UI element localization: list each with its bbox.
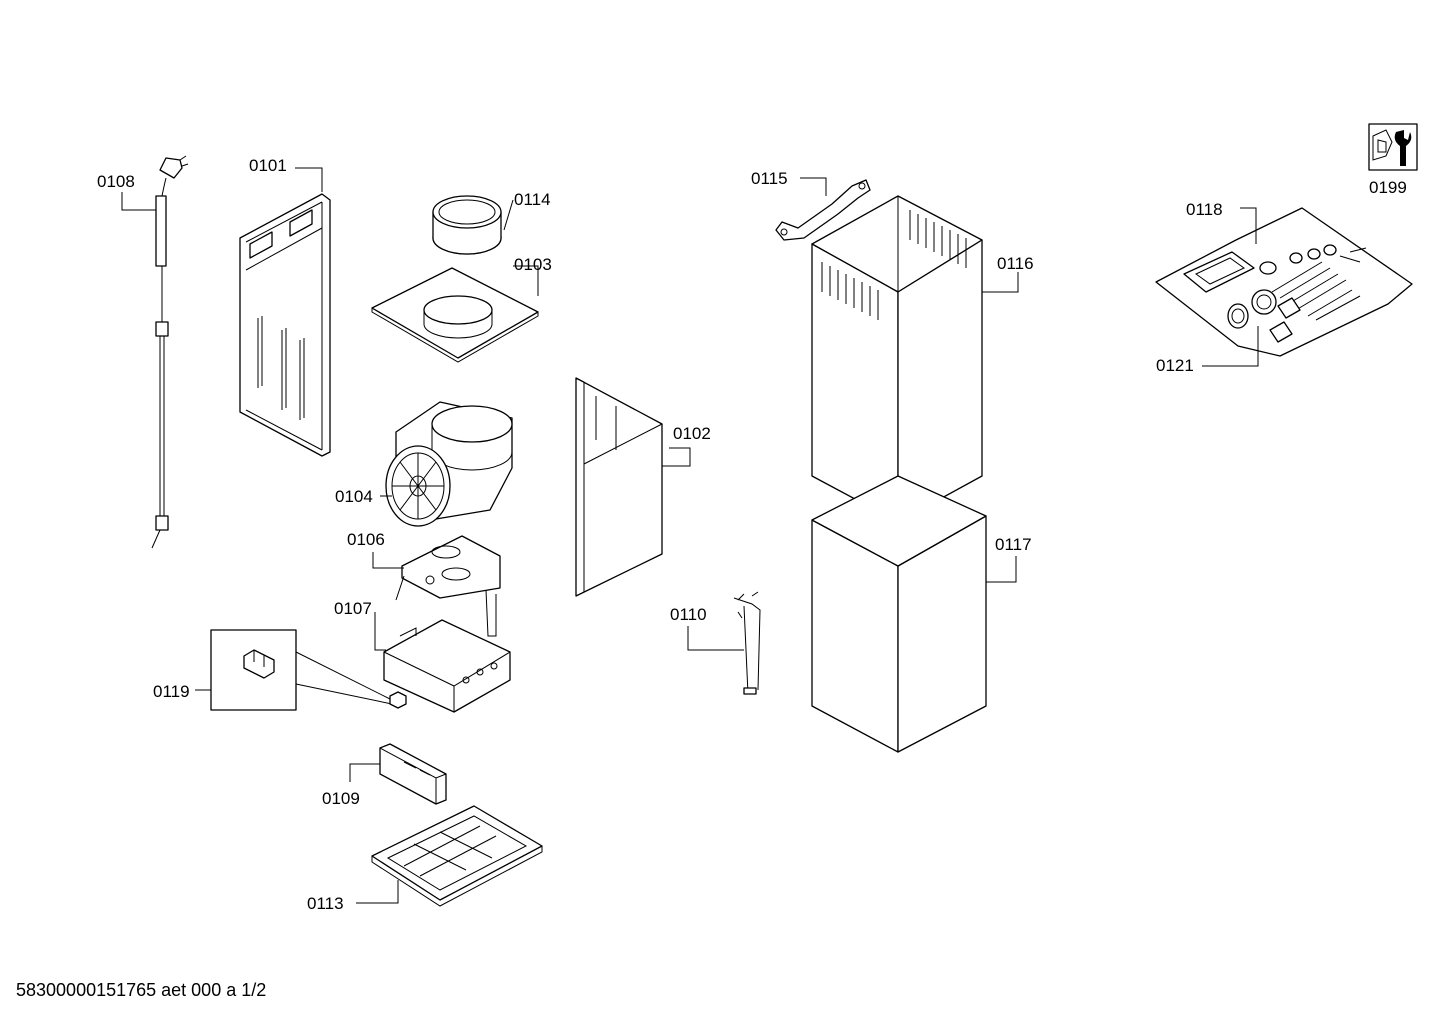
label-0108[interactable]: 0108 (97, 172, 135, 191)
air-collar-part[interactable] (432, 195, 502, 255)
grease-filter-part[interactable] (371, 805, 543, 907)
label-0119[interactable]: 0119 (153, 682, 190, 701)
label-0113[interactable]: 0113 (307, 894, 344, 913)
drawing-reference-code: 58300000151765 aet 000 a 1/2 (16, 980, 267, 1000)
label-0107[interactable]: 0107 (334, 599, 372, 618)
label-0114[interactable]: 0114 (514, 190, 551, 209)
power-cable-part[interactable] (151, 155, 189, 549)
back-panel-part[interactable] (239, 193, 331, 457)
bracket-detail-part[interactable] (210, 629, 407, 711)
lower-chimney-part[interactable] (811, 475, 987, 753)
callout-leaders (121, 167, 1259, 904)
chimney-bracket-part[interactable] (775, 179, 871, 241)
label-0121[interactable]: 0121 (1156, 356, 1194, 375)
label-0103[interactable]: 0103 (514, 255, 552, 274)
label-0104[interactable]: 0104 (335, 487, 373, 506)
label-0116[interactable]: 0116 (997, 254, 1034, 273)
switch-panel-part[interactable] (379, 743, 447, 805)
blower-motor-part[interactable] (385, 401, 513, 527)
label-0101[interactable]: 0101 (249, 156, 287, 175)
label-0115[interactable]: 0115 (751, 169, 788, 188)
control-box-part[interactable] (383, 619, 511, 713)
label-0199[interactable]: 0199 (1369, 178, 1407, 197)
motor-bracket-part[interactable] (395, 535, 501, 637)
wrench-nut-icon[interactable] (1368, 123, 1418, 171)
label-0110[interactable]: 0110 (670, 605, 707, 624)
wiring-harness-part[interactable] (733, 591, 761, 695)
label-0102[interactable]: 0102 (673, 424, 711, 443)
side-panel-part[interactable] (575, 377, 663, 597)
label-0106[interactable]: 0106 (347, 530, 385, 549)
label-0118[interactable]: 0118 (1186, 200, 1223, 219)
mounting-plate-part[interactable] (371, 267, 539, 363)
upper-chimney-part[interactable] (811, 195, 983, 523)
label-0117[interactable]: 0117 (995, 535, 1032, 554)
part-labels: 0108 0101 0114 0103 0104 0106 0107 0119 … (97, 156, 1407, 913)
label-0109[interactable]: 0109 (322, 789, 360, 808)
accessory-kit-part[interactable] (1155, 207, 1413, 357)
